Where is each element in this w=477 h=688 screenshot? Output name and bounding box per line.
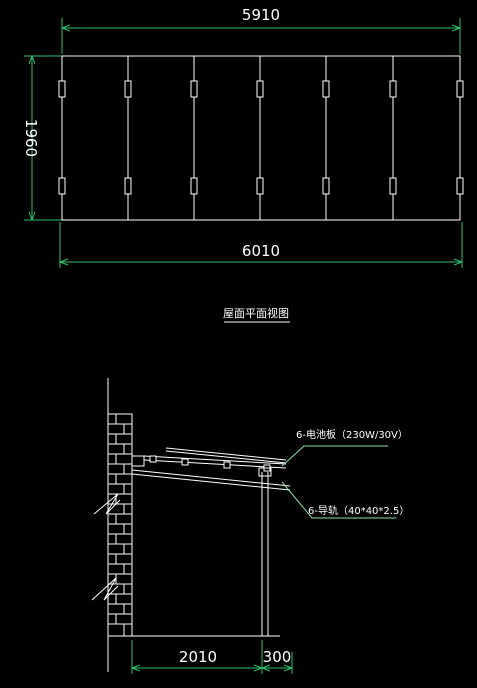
solar-panel-sloped — [143, 447, 287, 469]
label-rail: 6-导轨（40*40*2.5） — [308, 504, 409, 517]
section-view: 6-电池板（230W/30V） 6-导轨（40*40*2.5） 2010 300 — [91, 378, 409, 674]
roof-plan-view: 5910 1960 6010 — [22, 6, 464, 323]
leader-lines — [281, 445, 396, 519]
brick-wall — [107, 413, 133, 637]
dimension-offset-value: 300 — [263, 648, 292, 666]
dimension-bottom — [58, 222, 464, 268]
support-post — [258, 467, 272, 636]
section-dimensions — [130, 640, 294, 674]
dimension-bottom-value: 6010 — [242, 242, 280, 260]
dimension-left-value: 1960 — [22, 119, 40, 157]
plan-view-title: 屋面平面视图 — [223, 306, 289, 320]
label-solar-panel: 6-电池板（230W/30V） — [296, 428, 408, 441]
dimension-top — [60, 18, 462, 54]
rail-sloped — [131, 469, 291, 491]
wall-break-marks — [91, 493, 121, 601]
dimension-span-value: 2010 — [179, 648, 217, 666]
clamps-bottom-row — [58, 177, 464, 195]
wall-bracket — [131, 455, 145, 467]
dimension-top-value: 5910 — [242, 6, 280, 24]
dimension-left — [24, 54, 62, 222]
clamps-top-row — [58, 80, 464, 98]
